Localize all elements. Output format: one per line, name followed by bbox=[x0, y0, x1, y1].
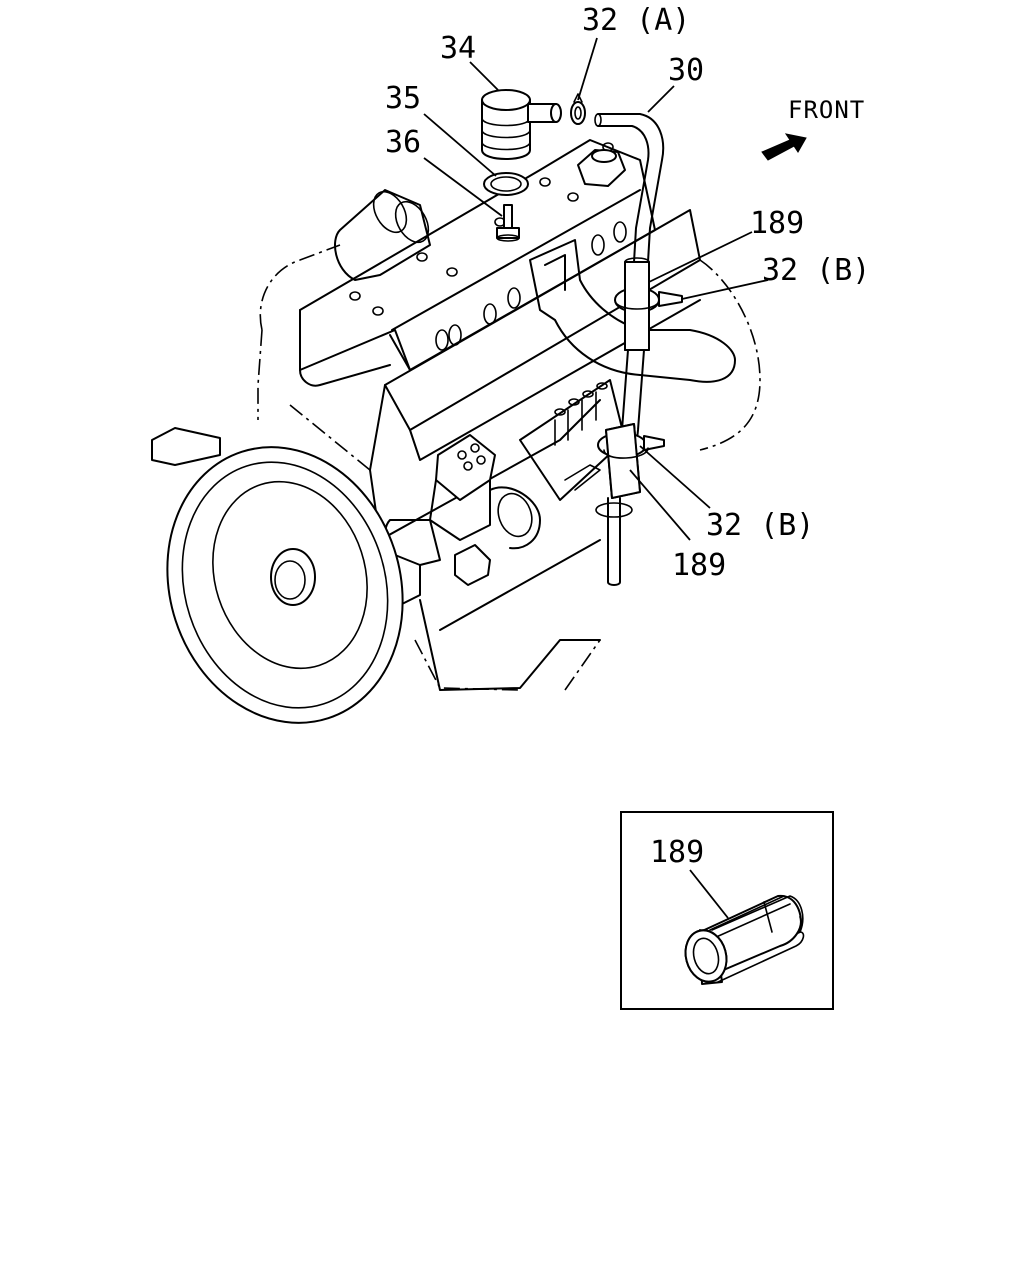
callout-labels: 34 32 (A) 30 35 36 189 32 (B) 32 (B) 189 bbox=[385, 3, 870, 583]
callout-189-upper: 189 bbox=[750, 206, 804, 241]
detail-frame bbox=[620, 811, 834, 1010]
flywheel bbox=[166, 446, 404, 724]
callout-35: 35 bbox=[385, 81, 421, 116]
bolt-part bbox=[496, 204, 520, 242]
callout-32b-lower: 32 (B) bbox=[706, 508, 814, 543]
front-label: FRONT bbox=[788, 96, 865, 124]
gasket-ring-part bbox=[483, 172, 529, 196]
callout-30: 30 bbox=[668, 53, 704, 88]
leader-lines bbox=[423, 37, 769, 541]
callout-32a: 32 (A) bbox=[582, 3, 690, 38]
front-arrow-icon bbox=[761, 133, 807, 161]
breather-valve-part bbox=[481, 89, 562, 160]
callout-34: 34 bbox=[440, 31, 476, 66]
front-direction-indicator: FRONT bbox=[761, 96, 865, 161]
callout-189-lower: 189 bbox=[672, 548, 726, 583]
callout-36: 36 bbox=[385, 125, 421, 160]
callout-32b-upper: 32 (B) bbox=[762, 253, 870, 288]
detail-inset-189: 189 bbox=[620, 811, 834, 1010]
split-sleeve-part bbox=[684, 894, 805, 985]
breather-hose-part bbox=[594, 113, 683, 586]
hose-clip-a-part bbox=[570, 93, 586, 125]
callout-189-detail: 189 bbox=[650, 835, 704, 870]
